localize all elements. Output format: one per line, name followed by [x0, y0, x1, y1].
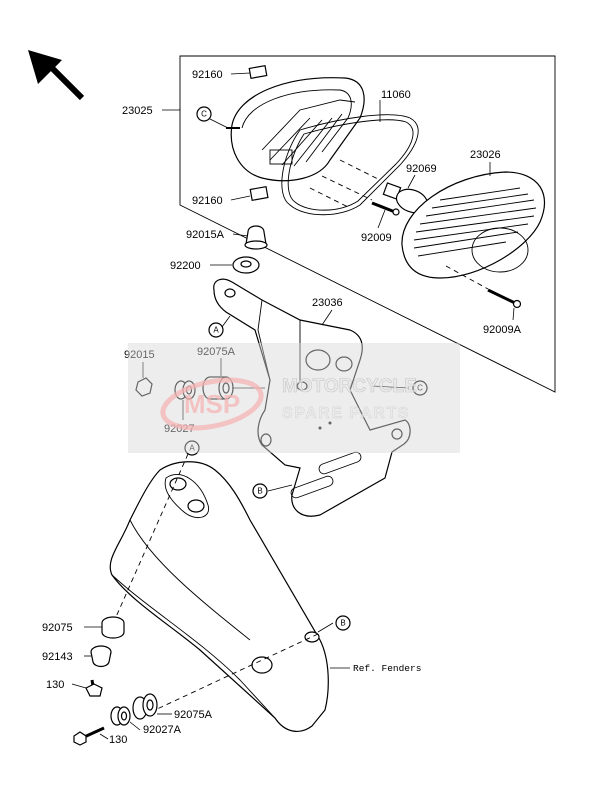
callout-b-bracket: B: [252, 483, 268, 499]
label-92015: 92015: [124, 349, 155, 361]
label-92160-bottom: 92160: [192, 195, 223, 207]
watermark-logo: MSP: [160, 377, 264, 431]
label-92075: 92075: [42, 622, 73, 634]
label-11060: 11060: [381, 89, 411, 101]
label-92075A-top: 92075A: [197, 346, 236, 358]
lamp-lens-23026: [401, 171, 545, 279]
screw-92009A: [487, 288, 522, 309]
rubber-mount-92160-bottom: [249, 185, 269, 201]
label-130-top: 130: [46, 679, 64, 691]
watermark-line1: MOTORCYCLE: [282, 376, 417, 397]
rear-fender: [109, 461, 329, 732]
leader-lines: [71, 72, 515, 740]
collar-92143: [90, 645, 112, 668]
rubber-mount-92160-top: [248, 64, 268, 80]
svg-text:C: C: [417, 384, 423, 393]
label-92069: 92069: [406, 163, 437, 175]
label-92200: 92200: [170, 260, 201, 272]
grommet-92075A-bottom: [132, 693, 158, 720]
svg-text:MSP: MSP: [184, 389, 240, 419]
svg-text:A: A: [213, 326, 219, 335]
watermark: MSP MOTORCYCLE SPARE PARTS: [128, 343, 460, 453]
label-23025: 23025: [122, 105, 153, 117]
callout-b-fender: B: [335, 615, 351, 631]
svg-text:B: B: [257, 487, 262, 496]
label-92009: 92009: [361, 232, 392, 244]
callout-a-fender: A: [184, 440, 200, 456]
tail-lamp-housing-23025: [226, 77, 365, 182]
label-92075A-bottom: 92075A: [174, 709, 213, 721]
label-23026: 23026: [470, 149, 501, 161]
lamp-gasket-11060: [281, 114, 419, 216]
cap-nut-92015A: [244, 225, 268, 250]
label-92160-top: 92160: [192, 69, 223, 81]
label-92009A: 92009A: [483, 324, 522, 336]
label-ref-fenders: Ref. Fenders: [353, 663, 421, 674]
callout-c-lamp: C: [196, 106, 212, 122]
bolt-130-bottom: [73, 726, 105, 746]
collar-92027A: [110, 706, 131, 726]
bracket-23036: [213, 278, 411, 517]
watermark-line2: SPARE PARTS: [282, 405, 410, 422]
screw-92009: [371, 201, 400, 216]
label-92027A: 92027A: [143, 724, 182, 736]
label-92143: 92143: [42, 651, 73, 663]
svg-text:C: C: [201, 110, 207, 119]
callout-a-top: A: [208, 322, 224, 338]
front-direction-arrow-icon: [28, 50, 85, 101]
tail-lamp-group-frame: [179, 55, 556, 393]
callout-c-bracket: C: [412, 380, 428, 396]
label-92015A: 92015A: [186, 229, 225, 241]
label-23036: 23036: [312, 297, 343, 309]
grommet-92075: [101, 616, 125, 639]
svg-text:B: B: [340, 619, 345, 628]
nut-92015: [135, 377, 153, 397]
svg-text:A: A: [189, 444, 195, 453]
label-130-bottom: 130: [109, 734, 127, 746]
washer-92200: [232, 256, 260, 274]
bolt-130-top: [85, 679, 103, 697]
